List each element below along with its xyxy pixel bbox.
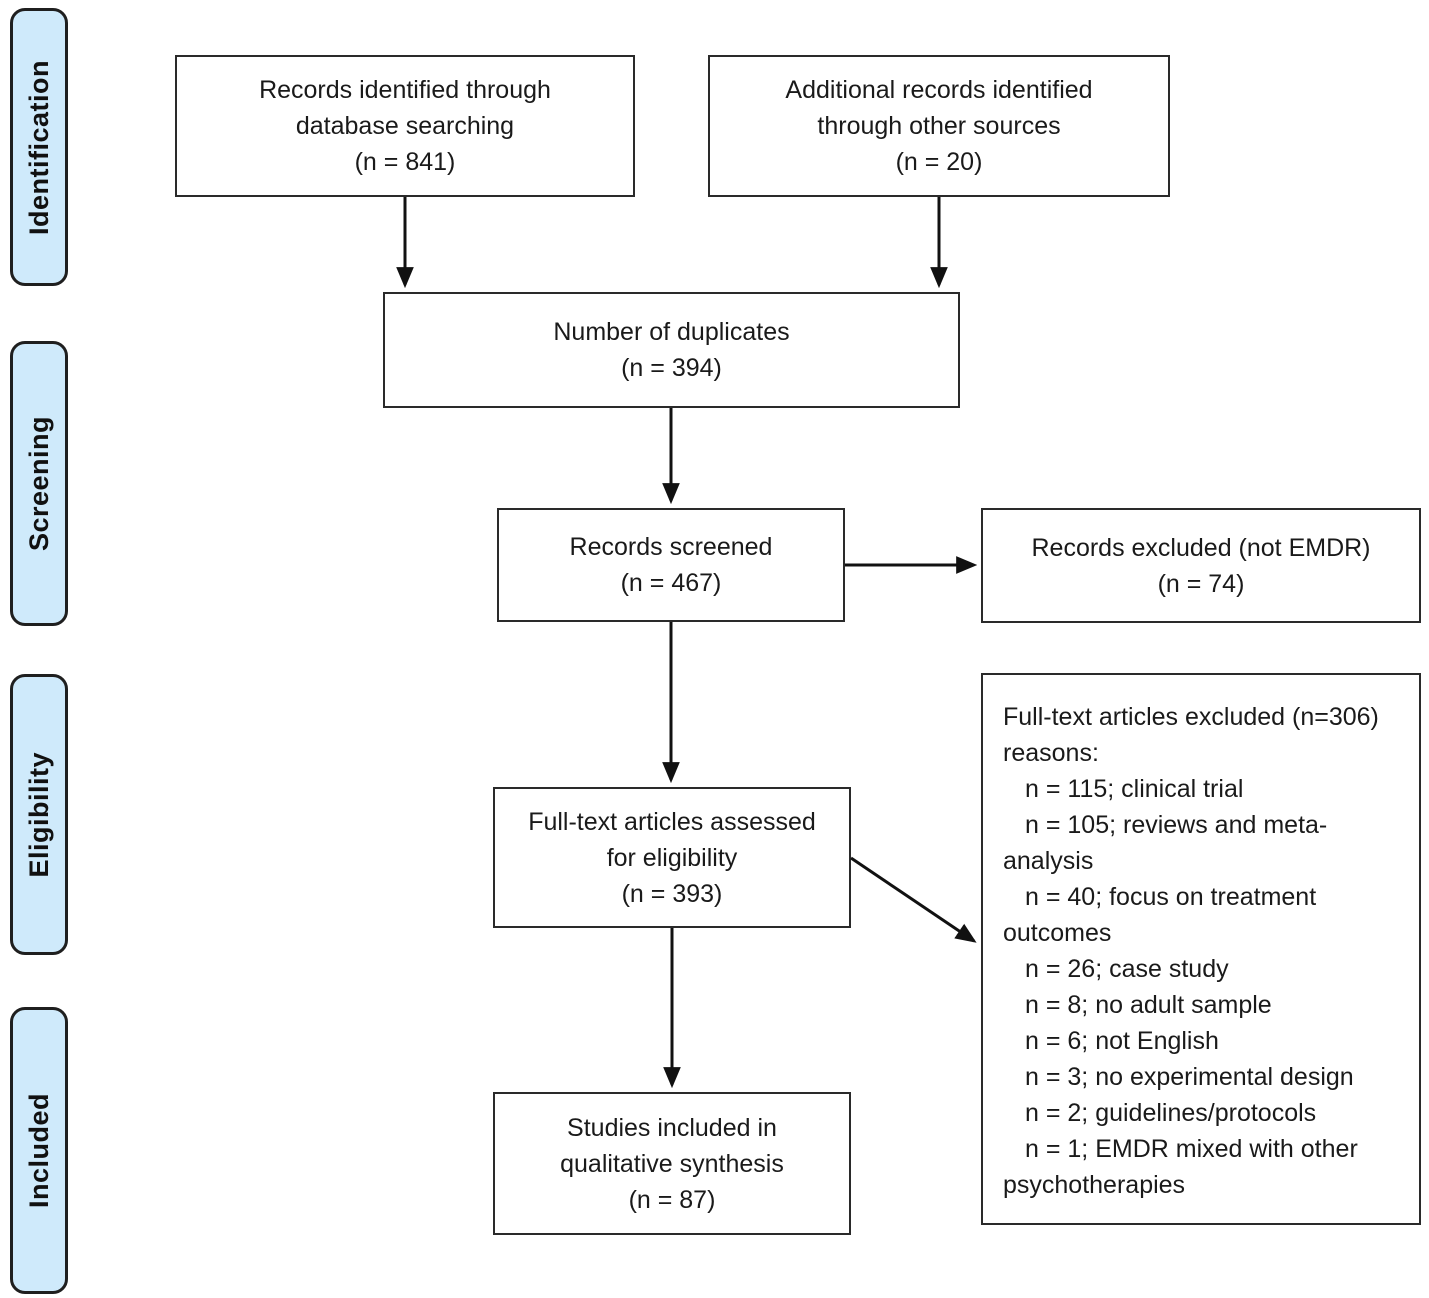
exclusion-reason: n = 3; no experimental design (1025, 1063, 1354, 1091)
box-fulltext-assessed: Full-text articles assessed for eligibil… (493, 787, 851, 928)
stage-identification-label: Identification (23, 59, 54, 235)
exclusion-reason: n = 6; not English (1025, 1027, 1219, 1055)
box-fulltext-assessed-label: Full-text articles assessed for eligibil… (528, 807, 816, 908)
box-studies-included-label: Studies included in qualitative synthesi… (560, 1113, 784, 1214)
stage-identification: Identification (10, 8, 68, 286)
box-additional-records-label: Additional records identified through ot… (785, 76, 1093, 176)
stage-eligibility-label: Eligibility (23, 751, 54, 878)
exclusion-reason: n = 2; guidelines/protocols (1025, 1099, 1317, 1127)
box-records-identified: Records identified through database sear… (175, 55, 635, 197)
box-records-excluded-label: Records excluded (not EMDR) (n = 74) (1031, 533, 1371, 598)
arrow-fulltext-to-excluded (850, 856, 977, 943)
exclusion-reason: n = 115; clinical trial (1025, 775, 1244, 803)
box-additional-records: Additional records identified through ot… (708, 55, 1170, 197)
box-fulltext-excluded-title: Full-text articles excluded (n=306) reas… (1003, 703, 1379, 767)
box-fulltext-excluded-content: Full-text articles excluded (n=306) reas… (983, 675, 1419, 1213)
exclusion-reason: n = 1; EMDR mixed with other psychothera… (1003, 1135, 1358, 1199)
stage-included-label: Included (23, 1092, 54, 1208)
box-records-identified-label: Records identified through database sear… (259, 76, 551, 176)
box-number-of-duplicates: Number of duplicates (n = 394) (383, 292, 960, 408)
exclusion-reason: n = 105; reviews and meta-analysis (1003, 811, 1328, 875)
stage-eligibility: Eligibility (10, 674, 68, 955)
stage-included: Included (10, 1007, 68, 1294)
exclusion-reason: n = 26; case study (1025, 955, 1229, 983)
box-records-screened: Records screened (n = 467) (497, 508, 845, 622)
box-records-excluded: Records excluded (not EMDR) (n = 74) (981, 508, 1421, 623)
box-number-of-duplicates-label: Number of duplicates (n = 394) (553, 318, 790, 382)
stage-screening: Screening (10, 341, 68, 626)
box-studies-included: Studies included in qualitative synthesi… (493, 1092, 851, 1235)
stage-screening-label: Screening (23, 415, 54, 552)
box-records-screened-label: Records screened (n = 467) (569, 533, 773, 597)
exclusion-reason: n = 8; no adult sample (1025, 991, 1272, 1019)
exclusion-reason: n = 40; focus on treatment outcomes (1003, 883, 1317, 947)
box-fulltext-excluded: Full-text articles excluded (n=306) reas… (981, 673, 1421, 1225)
